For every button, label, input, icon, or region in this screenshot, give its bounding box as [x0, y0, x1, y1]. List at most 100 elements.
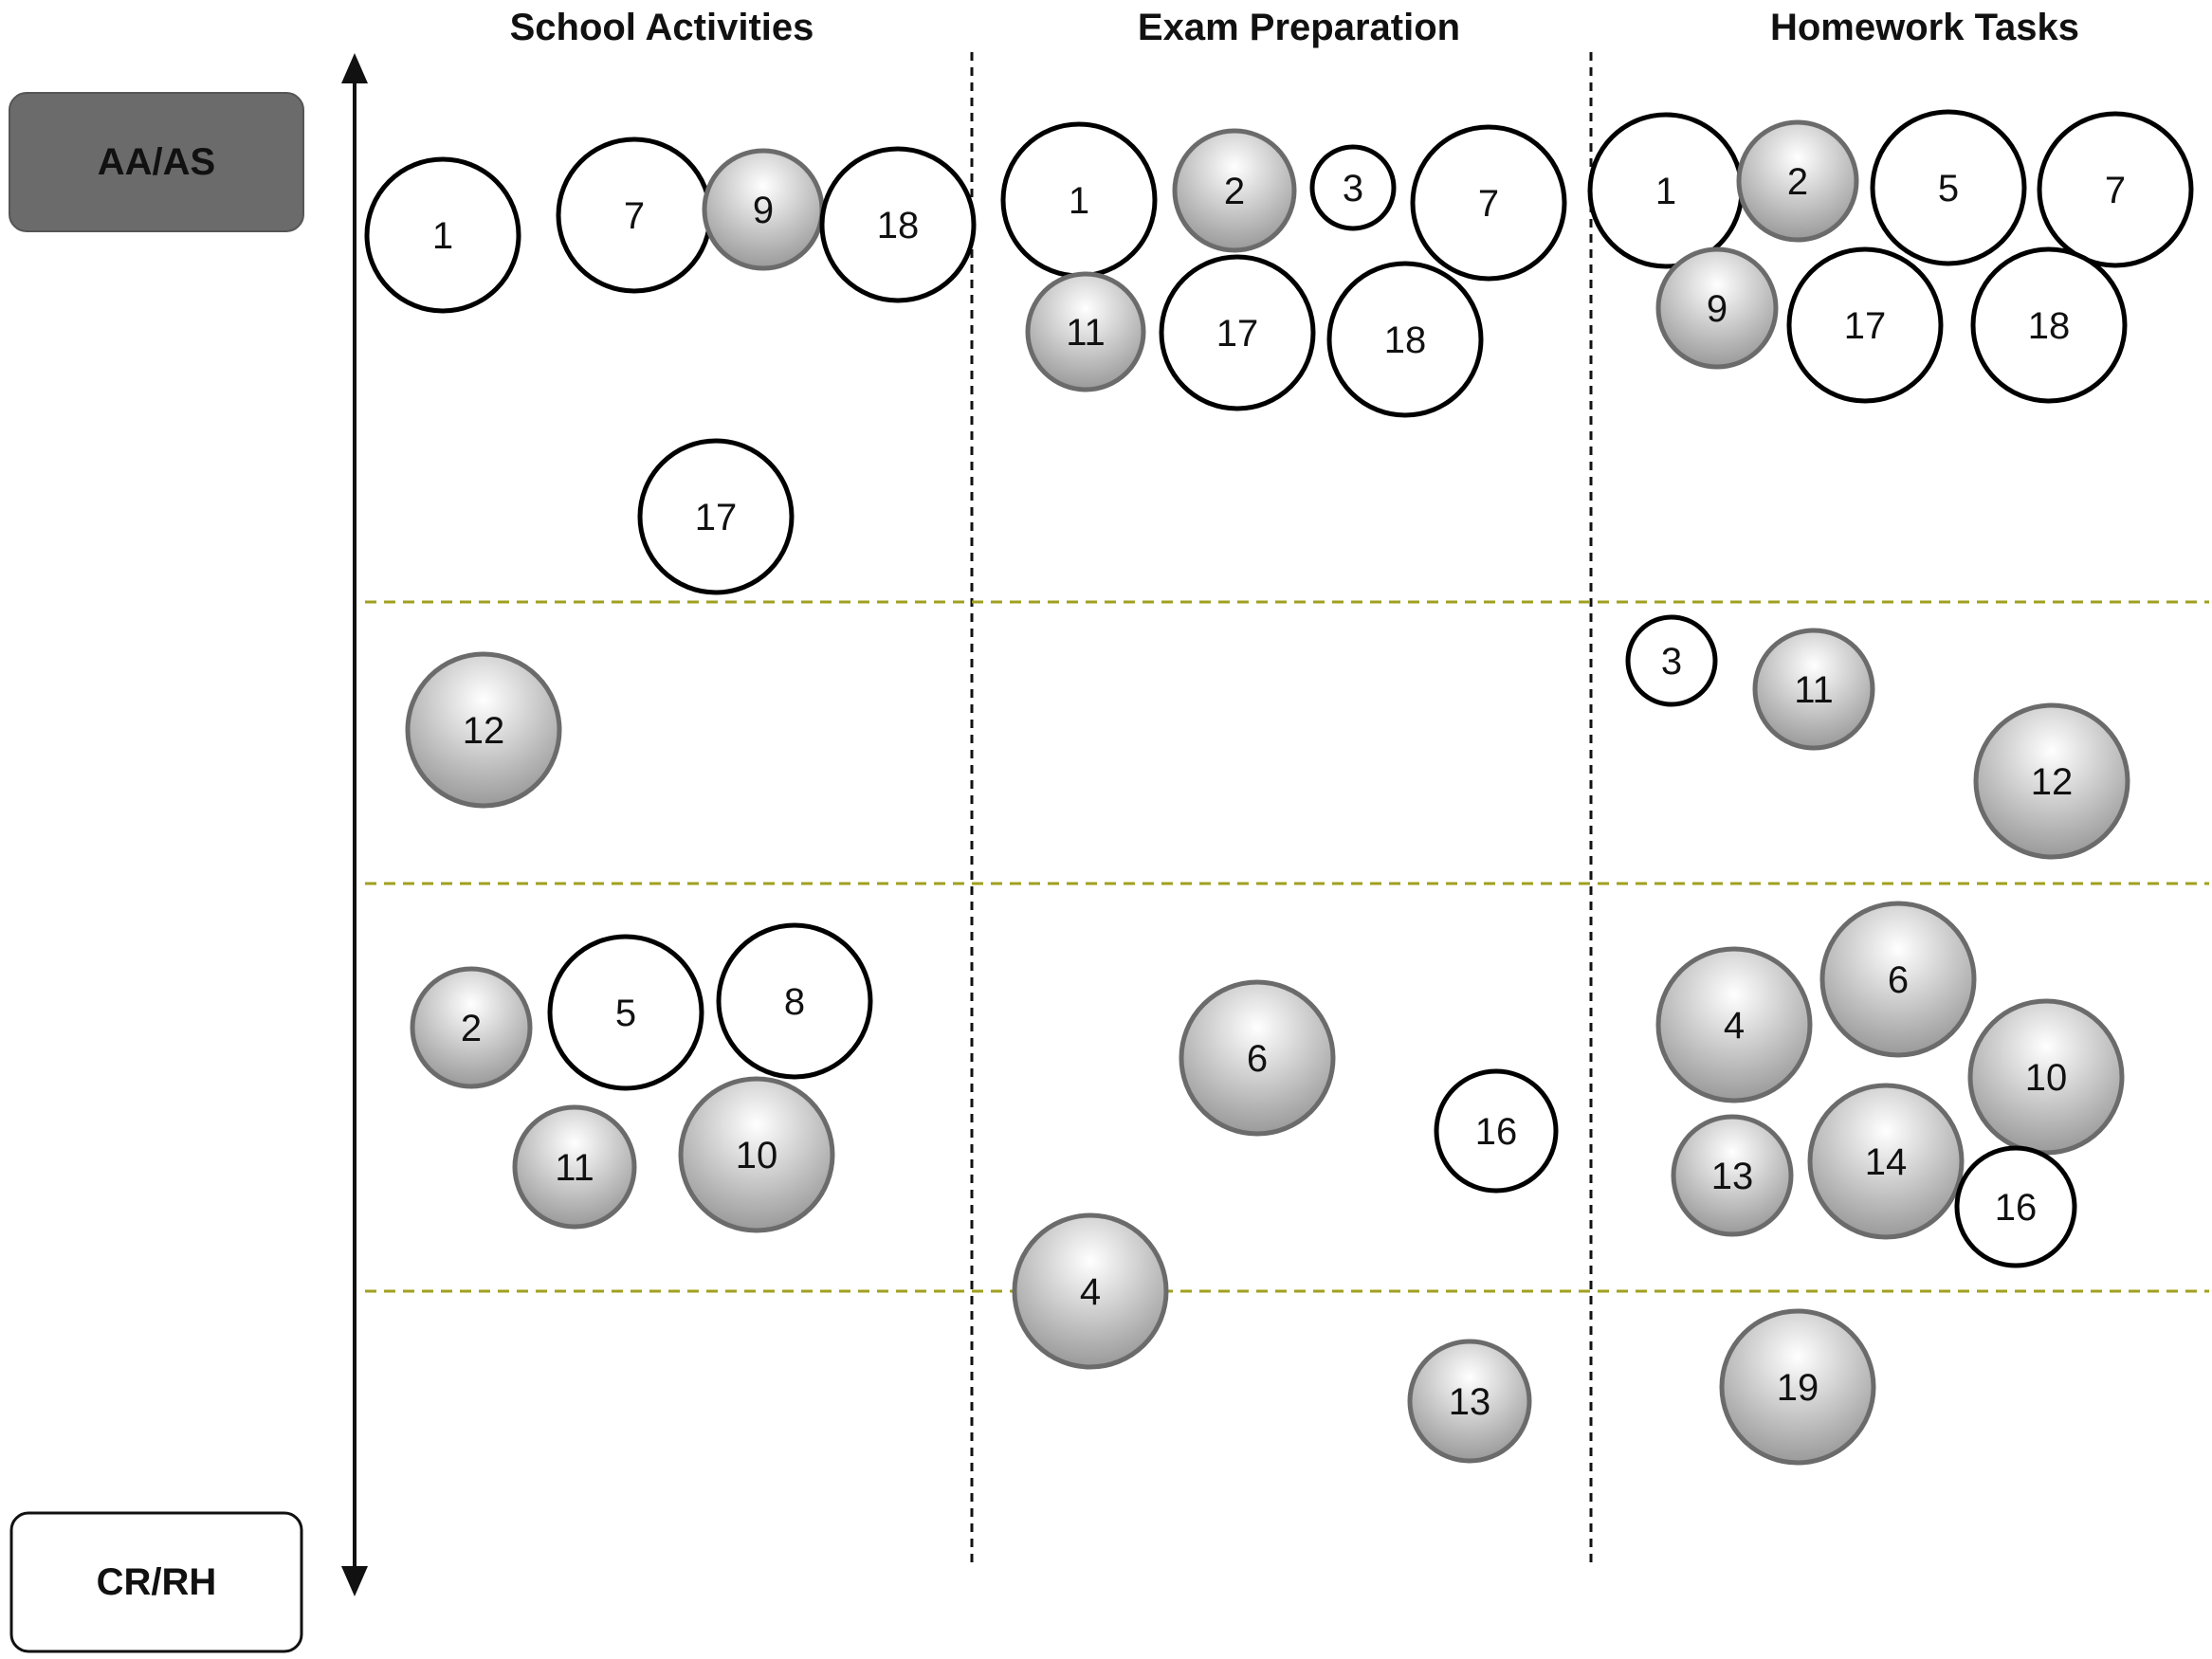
participant-circle-exam-3: 3: [1309, 144, 1397, 231]
participant-circle-exam-13: 13: [1407, 1339, 1532, 1464]
participant-circle-school-17: 17: [637, 438, 795, 595]
column-title-homework: Homework Tasks: [1770, 7, 2079, 48]
open-circle-marker: [637, 438, 795, 595]
open-circle-marker: [716, 922, 873, 1080]
circle-label: 2: [1787, 161, 1808, 203]
participant-circle-school-9: 9: [702, 148, 825, 271]
circle-label: 18: [1384, 319, 1427, 361]
filled-circle-marker: [405, 651, 562, 809]
column-title-exam: Exam Preparation: [1138, 7, 1460, 48]
participant-circle-exam-1: 1: [1000, 121, 1158, 279]
filled-circle-marker: [1736, 119, 1859, 243]
circle-label: 17: [695, 497, 738, 538]
circle-label: 5: [1938, 168, 1959, 210]
open-circle-marker: [819, 146, 977, 303]
open-circle-marker: [364, 156, 521, 314]
filled-circle-marker: [1407, 1339, 1532, 1464]
participant-circle-school-2: 2: [410, 966, 533, 1089]
circle-label: 17: [1216, 313, 1259, 355]
filled-circle-marker: [1752, 628, 1875, 751]
circle-label: 6: [1888, 959, 1909, 1001]
participant-circle-exam-16: 16: [1434, 1068, 1559, 1194]
circle-label: 16: [1995, 1187, 2038, 1229]
participant-circle-homework-18: 18: [1970, 246, 2128, 404]
column-title-school: School Activities: [510, 7, 814, 48]
participant-circle-exam-11: 11: [1025, 271, 1146, 392]
participant-circle-school-11: 11: [512, 1104, 637, 1230]
open-circle-marker: [1954, 1145, 2077, 1268]
bottom-axis-label-text: CR/RH: [97, 1561, 217, 1603]
vertical-axis: [341, 53, 368, 1596]
filled-circle-marker: [1025, 271, 1146, 392]
circle-label: 11: [555, 1147, 594, 1189]
top-axis-label: AA/AS: [9, 92, 304, 232]
participant-circle-homework-11: 11: [1752, 628, 1875, 751]
filled-circle-marker: [1172, 128, 1297, 253]
circle-label: 3: [1343, 168, 1363, 210]
circle-label: 6: [1247, 1038, 1268, 1080]
open-circle-marker: [1786, 246, 1944, 404]
filled-circle-marker: [678, 1076, 835, 1233]
open-circle-marker: [1625, 614, 1718, 707]
circle-label: 7: [2105, 170, 2126, 211]
participant-circle-exam-18: 18: [1326, 261, 1484, 418]
participant-circle-homework-10: 10: [1967, 998, 2125, 1156]
circle-label: 14: [1865, 1141, 1908, 1183]
circle-label: 1: [1069, 180, 1089, 222]
circle-label: 11: [1794, 669, 1834, 711]
participant-circle-school-10: 10: [678, 1076, 835, 1233]
filled-circle-marker: [410, 966, 533, 1089]
participant-circle-school-12: 12: [405, 651, 562, 809]
participant-circle-school-8: 8: [716, 922, 873, 1080]
filled-circle-marker: [1655, 246, 1779, 370]
participant-circle-homework-1: 1: [1587, 112, 1745, 269]
circle-label: 10: [2025, 1057, 2068, 1099]
participant-circle-homework-16: 16: [1954, 1145, 2077, 1268]
circle-label: 19: [1777, 1367, 1819, 1409]
participant-circle-homework-9: 9: [1655, 246, 1779, 370]
circle-label: 5: [615, 993, 636, 1034]
arrow-down-icon: [341, 1566, 368, 1596]
circle-label: 9: [1707, 288, 1728, 330]
participant-circle-school-18: 18: [819, 146, 977, 303]
filled-circle-marker: [1807, 1083, 1965, 1240]
circle-label: 7: [1478, 183, 1499, 225]
circle-label: 18: [877, 205, 920, 246]
open-circle-marker: [547, 934, 704, 1091]
open-circle-marker: [1434, 1068, 1559, 1194]
circle-label: 18: [2028, 305, 2071, 347]
filled-circle-marker: [1179, 979, 1336, 1137]
circle-label: 2: [461, 1008, 482, 1049]
circle-label: 7: [624, 195, 645, 237]
open-circle-marker: [1870, 109, 2027, 266]
circle-label: 17: [1844, 305, 1887, 347]
circle-label: 4: [1080, 1271, 1101, 1313]
participant-circle-school-7: 7: [556, 137, 713, 294]
participant-circle-homework-12: 12: [1973, 702, 2130, 860]
participant-circle-exam-4: 4: [1012, 1212, 1169, 1370]
circle-label: 4: [1724, 1005, 1745, 1047]
circle-label: 1: [1655, 171, 1676, 212]
open-circle-marker: [1410, 124, 1567, 282]
filled-circle-marker: [1973, 702, 2130, 860]
participant-circle-homework-14: 14: [1807, 1083, 1965, 1240]
participant-circle-exam-2: 2: [1172, 128, 1297, 253]
circle-label: 3: [1661, 641, 1682, 683]
participant-circle-homework-6: 6: [1819, 901, 1977, 1058]
participant-circle-school-1: 1: [364, 156, 521, 314]
circle-label: 12: [2031, 761, 2074, 803]
circle-label: 13: [1711, 1156, 1754, 1197]
participant-circle-homework-2: 2: [1736, 119, 1859, 243]
circle-label: 2: [1224, 171, 1245, 212]
participant-circle-homework-13: 13: [1671, 1114, 1794, 1237]
circle-label: 12: [463, 710, 505, 752]
filled-circle-marker: [1655, 946, 1813, 1103]
circle-label: 16: [1475, 1111, 1518, 1153]
circle-label: 1: [432, 215, 453, 257]
open-circle-marker: [1159, 254, 1316, 411]
open-circle-marker: [1309, 144, 1397, 231]
participant-circle-exam-6: 6: [1179, 979, 1336, 1137]
circle-label: 11: [1066, 312, 1106, 354]
